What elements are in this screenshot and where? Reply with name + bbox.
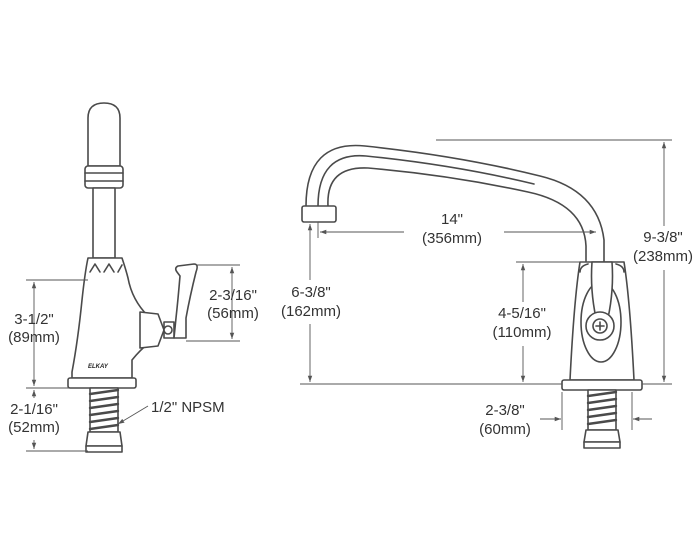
front-base-width-imperial: 2-3/8" xyxy=(485,402,525,419)
side-handle-height-metric: (56mm) xyxy=(207,305,259,322)
front-body-height-imperial: 4-5/16" xyxy=(498,305,546,322)
front-overall-height-imperial: 9-3/8" xyxy=(643,229,683,246)
front-outlet-height-imperial: 6-3/8" xyxy=(291,284,331,301)
side-hex-nut xyxy=(85,431,123,447)
brand-logo: ELKAY xyxy=(88,364,109,370)
front-base-flange xyxy=(561,379,643,391)
side-shank-length-metric: (52mm) xyxy=(8,419,60,436)
front-outlet-height-metric: (162mm) xyxy=(281,303,341,320)
side-stem xyxy=(92,187,116,259)
side-lever-handle xyxy=(173,263,198,339)
thread-callout: 1/2" NPSM xyxy=(151,399,225,416)
side-base-flange xyxy=(67,377,137,389)
front-spout-reach-metric: (356mm) xyxy=(422,230,482,247)
front-body-height-metric: (110mm) xyxy=(493,324,552,341)
front-spout-outlet xyxy=(301,205,337,223)
side-nozzle-tip xyxy=(87,102,121,167)
side-handle-height-imperial: 2-3/16" xyxy=(209,287,257,304)
side-view-faucet: ELKAY xyxy=(67,102,198,453)
front-spout-inner xyxy=(327,167,587,263)
side-body xyxy=(71,257,151,379)
side-body-height-imperial: 3-1/2" xyxy=(14,311,54,328)
front-view-faucet xyxy=(301,144,643,449)
side-handle-hub xyxy=(139,311,165,349)
side-collar xyxy=(84,165,124,189)
front-overall-height-metric: (238mm) xyxy=(633,248,693,265)
front-spout-outer xyxy=(305,144,605,263)
front-spout-reach-imperial: 14" xyxy=(441,211,463,228)
side-shank-length-imperial: 2-1/16" xyxy=(10,401,58,418)
front-base-width-metric: (60mm) xyxy=(479,421,531,438)
front-lever-handle xyxy=(590,261,614,319)
side-body-height-metric: (89mm) xyxy=(8,329,60,346)
front-hex-nut xyxy=(583,429,621,443)
